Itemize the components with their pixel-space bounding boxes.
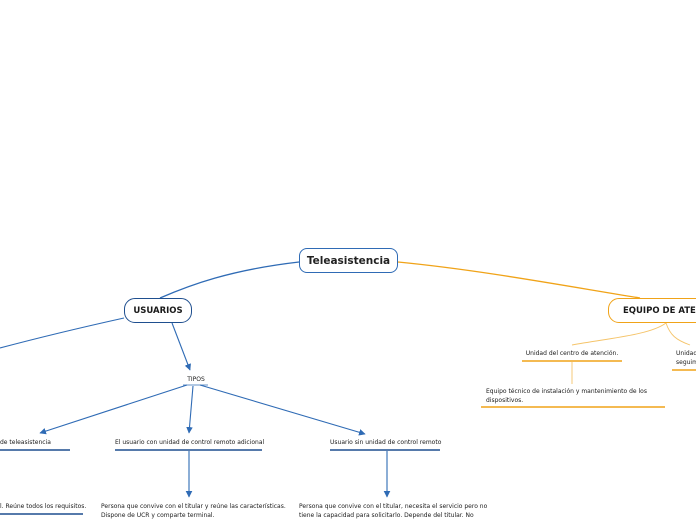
node-type2-description[interactable]: Persona que convive con el titular y reú… [101,503,286,520]
arrow-usuarios-tipos [171,322,191,371]
node-tipos[interactable]: TIPOS [187,376,205,383]
link-equipo-unit1 [571,322,667,346]
link-equipo-unit2 [665,322,691,346]
node-type2-title[interactable]: El usuario con unidad de control remoto … [115,439,265,446]
node-unit1-title[interactable]: Unidad del centro de atención. [525,350,619,357]
arrow-tipos-type1 [39,384,188,435]
unit2-title-line1: Unidad [676,350,696,357]
link-root-usuarios [159,261,300,299]
node-equipo-atencion[interactable]: EQUIPO DE ATENCI [608,298,696,323]
node-type1-description[interactable]: l. Reúne todos los requisitos. [0,503,87,510]
equipo-title: EQUIPO DE ATENCI [623,305,696,316]
node-unit2-title[interactable]: Unidad seguim [676,350,696,367]
node-usuarios[interactable]: USUARIOS [124,298,192,323]
usuarios-title: USUARIOS [133,305,183,316]
node-unit1-description[interactable]: Equipo técnico de instalación y mantenim… [486,388,647,405]
root-title: Teleasistencia [306,254,391,267]
unit1-desc-line1: Equipo técnico de instalación y mantenim… [486,388,647,395]
link-usuarios-left [0,317,125,349]
arrow-tipos-type3 [199,384,366,436]
link-root-equipo [397,261,641,299]
arrow-tipos-type2 [186,385,194,434]
unit2-title-line2: seguim [676,358,696,366]
node-type3-title[interactable]: Usuario sin unidad de control remoto [330,439,442,446]
type3-desc-line2: tiene la capacidad para solicitarlo. Dep… [299,511,474,519]
unit1-desc-line2: dispositivos. [486,396,524,404]
root-node-teleasistencia[interactable]: Teleasistencia [299,248,398,273]
type2-desc-line1: Persona que convive con el titular y reú… [101,503,286,510]
node-type3-description[interactable]: Persona que convive con el titular, nece… [299,503,487,520]
type2-desc-line2: Dispone de UCR y comparte terminal. [101,511,215,519]
node-type1-title[interactable]: de teleasistencia [0,439,51,446]
type3-desc-line1: Persona que convive con el titular, nece… [299,503,488,510]
